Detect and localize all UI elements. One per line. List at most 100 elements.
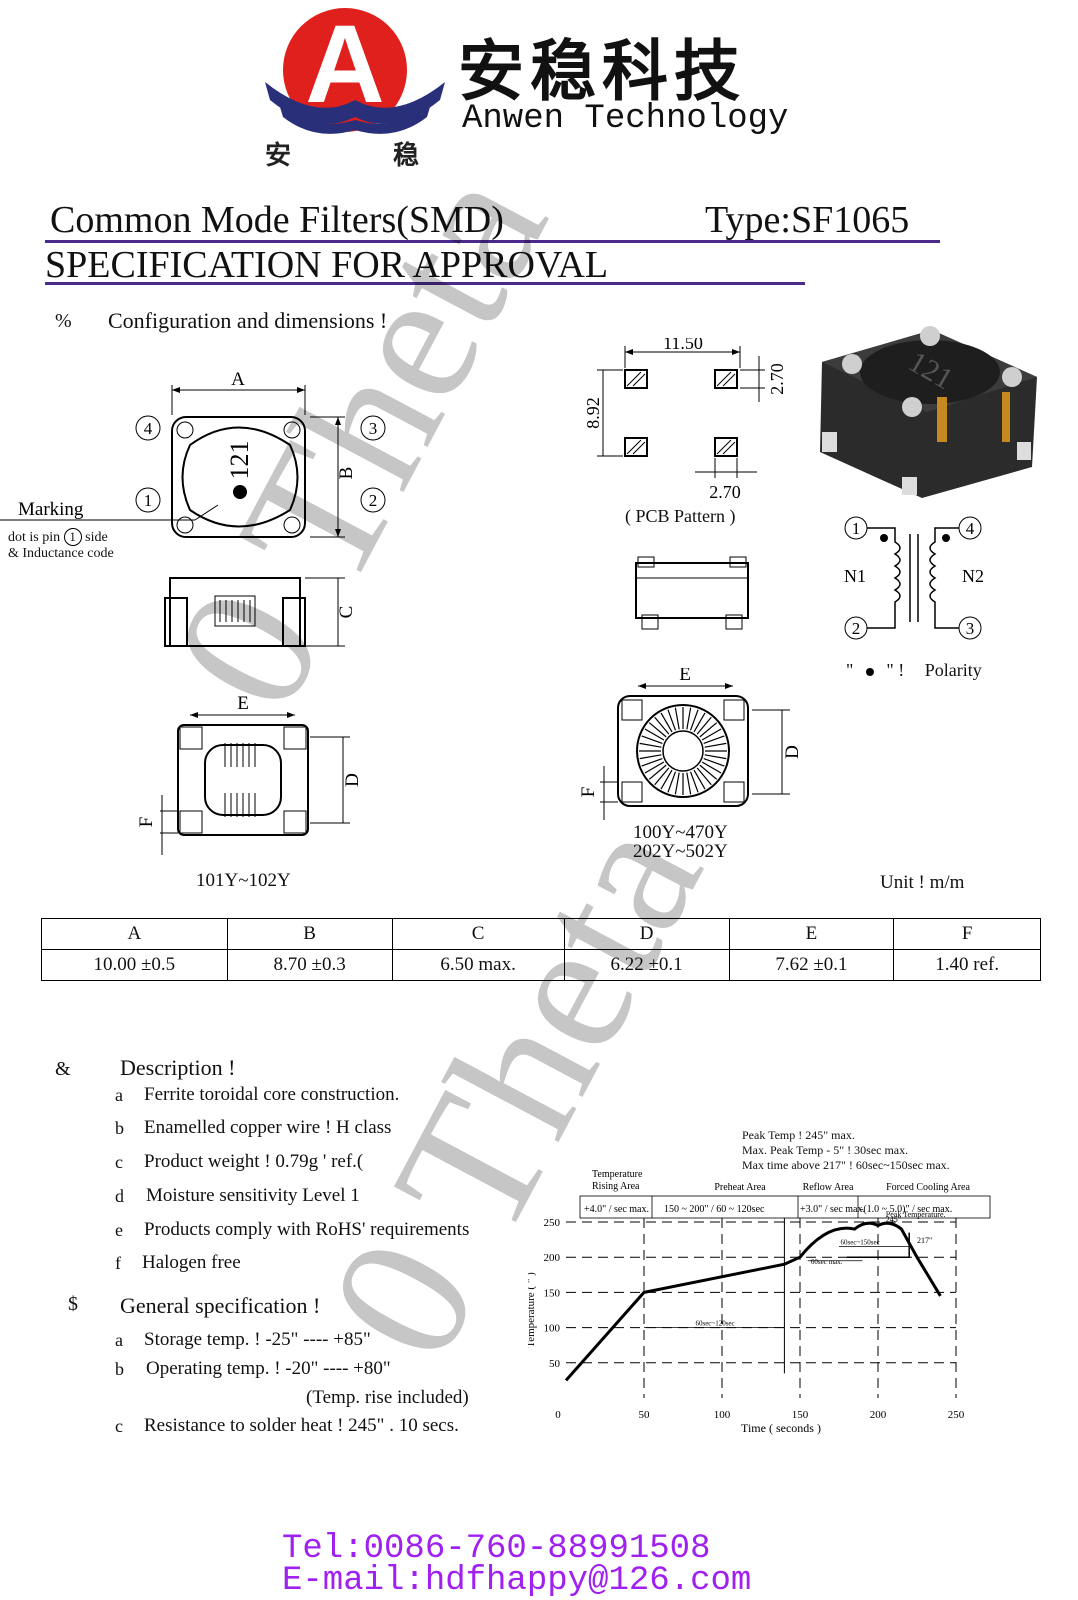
winding-spoke [644, 728, 665, 741]
chart-grid [566, 1218, 957, 1398]
desc-text: Enamelled copper wire ! H class [144, 1117, 392, 1138]
table-cell: 6.50 max. [391, 949, 565, 981]
y-tick-label: 100 [544, 1323, 561, 1335]
desc-letter: a [115, 1085, 123, 1105]
brand-logo: A 安 稳 [255, 2, 455, 171]
marking-label: Marking [18, 499, 84, 520]
winding-spoke [686, 772, 692, 795]
winding-spoke [639, 742, 662, 748]
winding-spoke [689, 771, 699, 793]
winding-spoke [704, 754, 727, 760]
winding-spoke [674, 772, 680, 795]
doc-subtitle: SPECIFICATION FOR APPROVAL [45, 244, 609, 286]
variant-right-label-1: 100Y~470Y [633, 822, 728, 843]
general-mark: $ [68, 1293, 78, 1315]
table-row: 10.00 ±0.5 8.70 ±0.3 6.50 max. 6.22 ±0.1… [41, 949, 1041, 981]
component-photo: 121 [820, 326, 1037, 498]
n1-label: N1 [844, 566, 866, 586]
table-cell: 1.40 ref. [893, 949, 1041, 981]
series-line-profile [564, 1221, 942, 1382]
desc-letter: c [115, 1152, 123, 1172]
x-tick-label: 0 [555, 1409, 561, 1421]
pcb-width-label: 11.50 [663, 338, 703, 353]
subtitle-rule [45, 282, 805, 285]
winding-spoke [686, 707, 692, 730]
table-cell: 8.70 ±0.3 [226, 949, 393, 981]
winding-spoke [648, 764, 667, 780]
table-header-row: A B C D E F [41, 918, 1041, 950]
dim-label-f-left: F [136, 817, 157, 828]
dim-label-e-right: E [679, 668, 691, 685]
marking-note-1: dot is pin 1 side [8, 528, 108, 546]
zone-rate-2: 150 ~ 200" / 60 ~ 120sec [664, 1204, 765, 1215]
zone-name-4: Forced Cooling Area [886, 1182, 970, 1193]
span-60-150: 60sec~150sec [841, 1239, 880, 1247]
winding-spoke [639, 754, 662, 760]
y-tick-label: 150 [544, 1287, 561, 1299]
table-header-cell: A [41, 918, 228, 950]
unit-label: Unit ! m/m [880, 872, 965, 893]
table-header-cell: C [391, 918, 565, 950]
contact-tel: Tel:0086-760-88991508 [282, 1530, 711, 1568]
doc-title: Common Mode Filters(SMD) [50, 199, 504, 241]
winding-spoke [696, 767, 712, 786]
zone-name-3: Reflow Area [803, 1182, 854, 1193]
zone-rate-1: +4.0" / sec max. [584, 1204, 649, 1215]
desc-letter: d [115, 1186, 124, 1206]
table-cell: 7.62 ±0.1 [728, 949, 895, 981]
gen-letter: b [115, 1359, 124, 1379]
pin-4-top: 4 [144, 419, 153, 438]
desc-text: Halogen free [142, 1252, 241, 1273]
winding-spoke [703, 757, 725, 767]
pcb-pad-label: 2.70 [767, 363, 787, 395]
table-header-cell: F [893, 918, 1041, 950]
zone-header: Temperature Rising Area Preheat Area Ref… [579, 1170, 991, 1219]
chart-annotations: Peak Temperature. 245" 217" 60sec~150sec… [644, 1210, 946, 1329]
config-mark: % [55, 310, 72, 332]
y-tick-label: 50 [549, 1358, 561, 1370]
dimensions-table: A B C D E F 10.00 ±0.5 8.70 ±0.3 6.50 ma… [41, 918, 1041, 981]
zone-name-1a: Temperature [592, 1170, 643, 1180]
x-tick-label: 250 [948, 1409, 965, 1421]
winding-spoke [674, 707, 680, 730]
peak-label: Peak Temperature. [886, 1210, 946, 1219]
winding-spoke [701, 728, 722, 741]
x-tick-label: 100 [714, 1409, 731, 1421]
winding-spoke [703, 735, 725, 745]
peak-value: 245" [886, 1215, 901, 1224]
winding-spoke [654, 716, 670, 735]
dim-label-b: B [336, 467, 357, 480]
winding-spoke [699, 722, 718, 738]
pcb-height-label: 8.92 [585, 397, 603, 429]
desc-letter: f [115, 1253, 121, 1273]
desc-letter: e [115, 1220, 123, 1240]
variant-right-label-2: 202Y~502Y [633, 841, 728, 862]
side-view-drawing: C [164, 577, 357, 647]
table-cell: 6.22 ±0.1 [563, 949, 730, 981]
zone-rate-4: -(1.0 ~ 5.0)" / sec max. [860, 1204, 952, 1215]
desc-letter: b [115, 1118, 124, 1138]
table-cell: 10.00 ±0.5 [41, 949, 228, 981]
winding-spoke [654, 767, 670, 786]
x-tick-label: 150 [792, 1409, 809, 1421]
schem-pin-3: 3 [966, 619, 975, 638]
doc-type: Type:SF1065 [705, 199, 910, 241]
span-60-120: 60sec~120sec [695, 1319, 734, 1327]
winding-spoke [689, 709, 699, 731]
winding-spoke [644, 761, 665, 774]
winding-spoke [641, 757, 663, 767]
desc-text: Product weight ! 0.79g ' ref.( [144, 1151, 364, 1172]
winding-spoke [699, 764, 718, 780]
y-axis-label: Temperature ( " ) [528, 1272, 537, 1348]
bottom-view-right: E D F [578, 668, 803, 820]
y-tick-label: 200 [544, 1252, 561, 1264]
logo-letter: A [305, 3, 384, 126]
desc-text: Moisture sensitivity Level 1 [146, 1185, 360, 1206]
winding-spoke [660, 712, 673, 733]
brand-name-cn: 安稳科技 [458, 33, 746, 110]
gen-text: Storage temp. ! -25" ---- +85" [144, 1329, 371, 1350]
winding-spoke [693, 712, 706, 733]
n2-label: N2 [962, 566, 984, 586]
description-mark: & [55, 1058, 71, 1080]
